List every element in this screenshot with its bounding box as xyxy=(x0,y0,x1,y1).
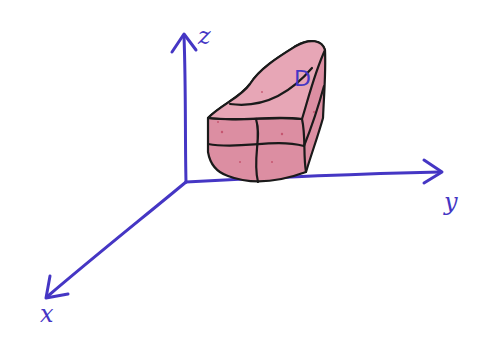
axis-label: x xyxy=(40,302,54,326)
x-arrowhead xyxy=(46,276,68,298)
region-outline xyxy=(202,22,328,190)
z-arrowhead xyxy=(172,34,196,52)
y-arrowhead xyxy=(424,160,442,183)
axis-label: y xyxy=(444,190,458,214)
z-axis xyxy=(184,36,186,182)
x-axis xyxy=(48,182,186,296)
region-blob: D xyxy=(202,22,328,190)
region-label: D xyxy=(294,68,311,90)
axis-label: z xyxy=(198,24,211,48)
